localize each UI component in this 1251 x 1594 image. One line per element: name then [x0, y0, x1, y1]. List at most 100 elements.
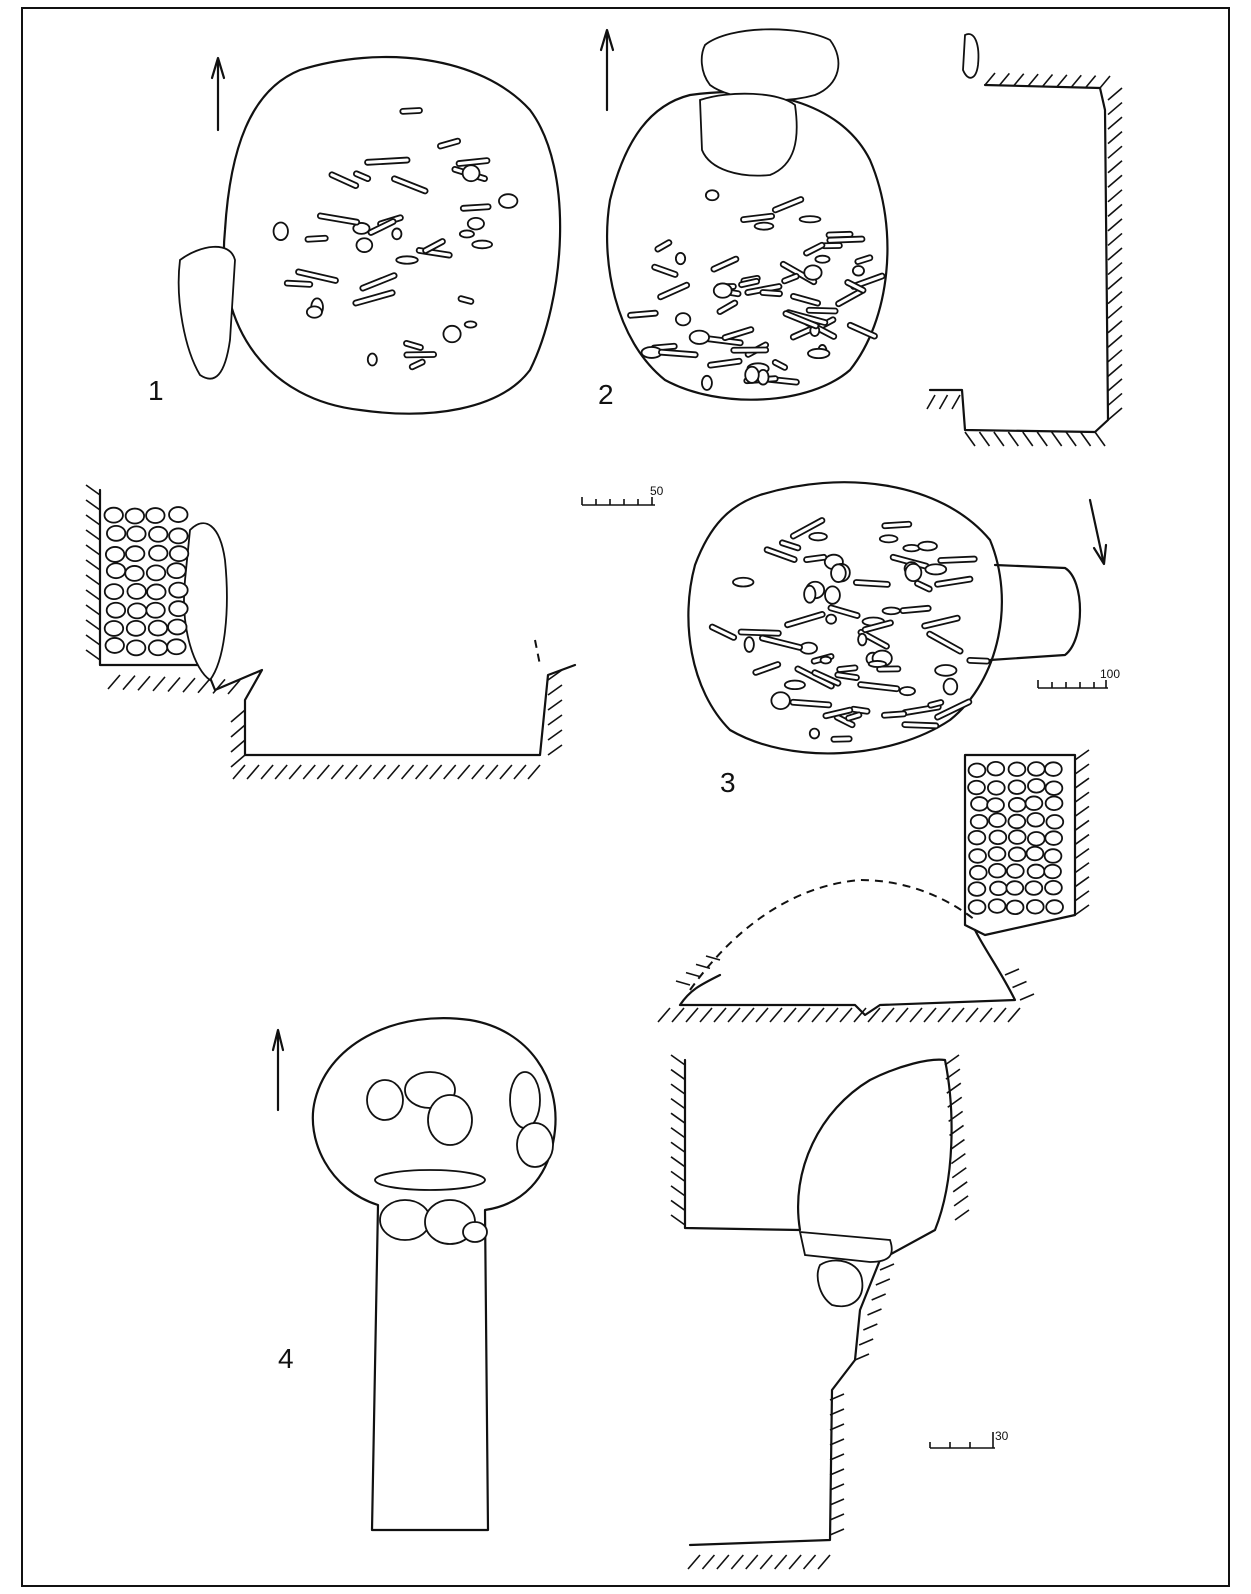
bone-fragment	[743, 636, 755, 653]
capstone	[700, 28, 840, 102]
rubble-stone	[145, 507, 166, 524]
hatch-line	[1074, 847, 1090, 860]
hatch-line	[783, 1007, 797, 1023]
bone-fragment	[704, 189, 720, 202]
rubble-stone	[127, 602, 148, 620]
rubble-fill	[103, 506, 190, 657]
hatch-line	[1036, 431, 1048, 447]
hatch-line	[759, 1554, 773, 1570]
section-dashed-line	[534, 639, 541, 666]
hatch-line	[1004, 968, 1020, 976]
hatch-line	[1107, 291, 1123, 305]
hatch-line	[998, 72, 1010, 86]
rubble-stone	[1007, 779, 1027, 795]
rubble-stone	[1027, 761, 1046, 777]
hatch-line	[85, 589, 101, 601]
hatch-line	[829, 1453, 845, 1461]
hatch-line	[1074, 805, 1090, 818]
hatch-line	[1065, 431, 1077, 447]
hatch-line	[85, 649, 101, 661]
bone	[822, 706, 854, 720]
figure-1-plan: 1	[148, 55, 562, 415]
hatch-line	[330, 764, 344, 780]
bone-fragment	[458, 229, 475, 239]
bone	[295, 268, 339, 284]
rubble-stone	[986, 760, 1006, 777]
rubble-stone	[147, 639, 169, 657]
bone-fragment	[366, 352, 378, 367]
bone	[352, 289, 396, 307]
stone	[374, 1169, 486, 1191]
hatch-line	[274, 764, 288, 780]
bone	[782, 310, 820, 330]
rubble-stone	[126, 639, 147, 657]
bone	[880, 710, 908, 719]
bone-fragment	[898, 686, 916, 697]
bone-fragment	[934, 664, 958, 677]
hatch-line	[386, 764, 401, 780]
pit-outline	[222, 55, 562, 415]
figure-label-4: 4	[278, 1343, 294, 1374]
rubble-stone	[1044, 795, 1064, 811]
hatch-line	[829, 1513, 845, 1521]
hatch-line	[1107, 189, 1123, 203]
hatch-line	[875, 1278, 891, 1286]
hatch-line	[705, 955, 721, 961]
hatch-line	[152, 676, 166, 692]
rubble-stone	[987, 898, 1007, 914]
hatch-line	[788, 1554, 802, 1570]
hatch-line	[727, 1007, 741, 1023]
bone-fragment	[808, 531, 828, 542]
rubble-stone	[989, 880, 1008, 897]
bone	[846, 321, 878, 340]
rubble-stone	[168, 545, 190, 563]
rubble-stone	[1045, 899, 1064, 915]
rubble-stone	[106, 524, 127, 542]
hatch-line	[926, 394, 936, 410]
rubble-stone	[988, 829, 1008, 846]
hatch-line	[953, 1195, 969, 1207]
bone	[352, 170, 372, 182]
hatch-line	[699, 1007, 713, 1023]
rubble-stone	[1043, 863, 1062, 880]
bone	[738, 277, 761, 289]
rubble-stone	[1027, 831, 1046, 847]
hatch-line	[670, 1068, 686, 1081]
hatch-line	[358, 764, 373, 780]
hatch-line	[547, 744, 563, 756]
bone-fragment	[712, 282, 733, 299]
entrance-stone	[177, 245, 236, 380]
bone	[457, 295, 475, 305]
bone-fragment	[688, 329, 710, 345]
hatch-line	[1085, 75, 1097, 89]
chamber-floor	[678, 928, 1017, 1017]
stone	[462, 1221, 488, 1243]
rubble-stone	[167, 618, 188, 636]
hatch-line	[85, 484, 101, 496]
section-stone	[962, 33, 980, 79]
hatch-line	[657, 1007, 671, 1023]
hatch-line	[1107, 247, 1123, 261]
hatch-line	[965, 1007, 979, 1023]
hatch-line	[1074, 819, 1090, 832]
hatch-line	[755, 1007, 769, 1023]
hatch-line	[1107, 392, 1123, 407]
rubble-stone	[1007, 797, 1027, 813]
rubble-stone	[103, 506, 124, 524]
hatch-line	[372, 764, 387, 780]
hatch-line	[685, 971, 701, 978]
hatch-line	[871, 1293, 886, 1301]
rubble-column-outline	[963, 753, 1077, 937]
pit-outline	[605, 91, 889, 401]
bone-fragment	[352, 222, 371, 235]
hatch-line	[713, 1007, 727, 1023]
rubble-stone	[1007, 829, 1027, 845]
hatch-line	[947, 1096, 963, 1108]
hatch-line	[547, 669, 563, 681]
rubble-stone	[125, 545, 146, 563]
rubble-stone	[168, 600, 189, 618]
rubble-stone	[1007, 846, 1027, 862]
rubble-stone	[1007, 761, 1027, 777]
hatch-line	[1074, 833, 1090, 846]
